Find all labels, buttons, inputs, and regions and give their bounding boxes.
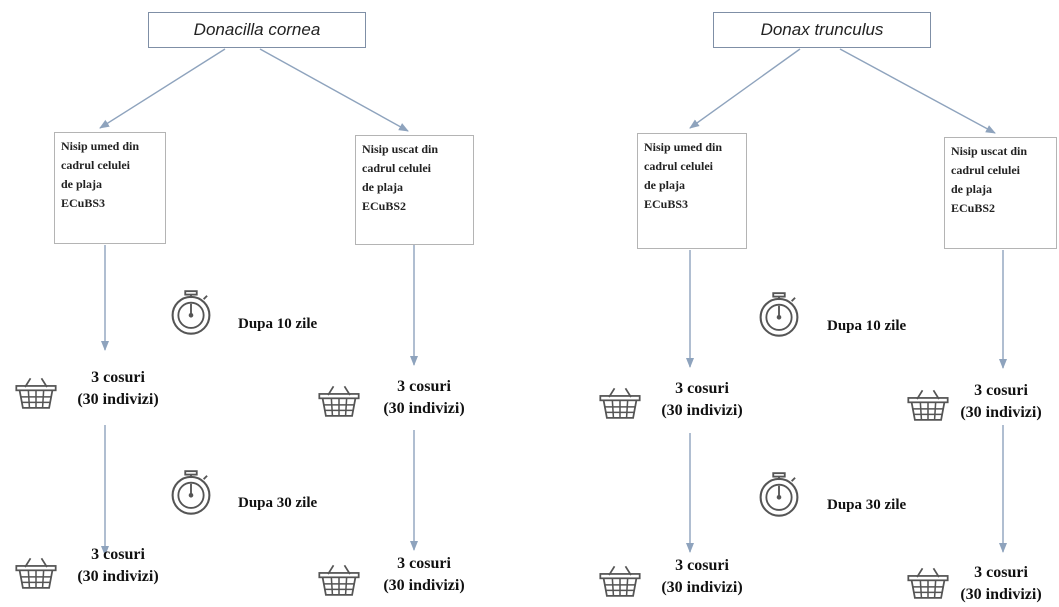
dry-sand-line: de plaja — [951, 182, 993, 196]
basket-icon — [15, 557, 57, 589]
wet-sand-line: de plaja — [61, 177, 103, 191]
dry-sand-line: cadrul celulei — [362, 161, 431, 175]
basket-label: 3 cosuri (30 indivizi) — [364, 376, 484, 420]
basket-individuals: (30 indivizi) — [77, 391, 159, 408]
stopwatch-icon — [171, 470, 211, 515]
basket-count: 3 cosuri — [91, 546, 145, 563]
basket-label: 3 cosuri (30 indivizi) — [642, 378, 762, 422]
wet-sand-box: Nisip umed din cadrul celulei de plaja E… — [54, 132, 166, 244]
wet-sand-line: de plaja — [644, 178, 686, 192]
wait-label-10-days: Dupa 10 zile — [827, 318, 907, 334]
basket-label: 3 cosuri (30 indivizi) — [58, 544, 178, 588]
basket-icon — [15, 377, 57, 409]
basket-count: 3 cosuri — [91, 369, 145, 386]
species-box-donax: Donax trunculus — [713, 12, 931, 48]
basket-individuals: (30 indivizi) — [661, 579, 743, 596]
basket-individuals: (30 indivizi) — [960, 404, 1042, 421]
arrow-species1-to-dry — [259, 48, 409, 132]
dry-sand-line: Nisip uscat din — [362, 142, 439, 156]
wait-label-30-days: Dupa 30 zile — [238, 495, 318, 511]
basket-individuals: (30 indivizi) — [383, 577, 465, 594]
basket-count: 3 cosuri — [675, 380, 729, 397]
wet-sand-line: cadrul celulei — [644, 159, 713, 173]
basket-label: 3 cosuri (30 indivizi) — [58, 367, 178, 411]
basket-icon — [599, 565, 641, 597]
arrow-species2-to-wet — [689, 48, 801, 129]
basket-individuals: (30 indivizi) — [383, 400, 465, 417]
basket-count: 3 cosuri — [974, 382, 1028, 399]
wet-sand-line: ECuBS3 — [61, 196, 106, 210]
species-box-donacilla: Donacilla cornea — [148, 12, 366, 48]
wet-sand-box: Nisip umed din cadrul celulei de plaja E… — [637, 133, 747, 249]
basket-count: 3 cosuri — [974, 564, 1028, 581]
wait-label-10-days: Dupa 10 zile — [238, 316, 318, 332]
wet-sand-line: cadrul celulei — [61, 158, 130, 172]
basket-individuals: (30 indivizi) — [661, 402, 743, 419]
wait-label-30-days: Dupa 30 zile — [827, 497, 907, 513]
arrow-species1-to-wet — [99, 48, 226, 129]
dry-sand-line: ECuBS2 — [951, 201, 996, 215]
wet-sand-line: Nisip umed din — [644, 140, 723, 154]
wet-sand-line: Nisip umed din — [61, 139, 140, 153]
basket-icon — [599, 387, 641, 419]
basket-count: 3 cosuri — [397, 555, 451, 572]
arrow-species2-to-dry — [839, 48, 996, 134]
dry-sand-line: de plaja — [362, 180, 404, 194]
basket-label: 3 cosuri (30 indivizi) — [945, 562, 1057, 606]
stopwatch-icon — [171, 290, 211, 335]
wet-sand-line: ECuBS3 — [644, 197, 689, 211]
basket-label: 3 cosuri (30 indivizi) — [364, 553, 484, 597]
basket-label: 3 cosuri (30 indivizi) — [945, 380, 1057, 424]
basket-count: 3 cosuri — [675, 557, 729, 574]
dry-sand-line: Nisip uscat din — [951, 144, 1028, 158]
basket-label: 3 cosuri (30 indivizi) — [642, 555, 762, 599]
basket-icon — [318, 564, 360, 596]
basket-individuals: (30 indivizi) — [77, 568, 159, 585]
dry-sand-line: ECuBS2 — [362, 199, 407, 213]
dry-sand-line: cadrul celulei — [951, 163, 1020, 177]
dry-sand-box: Nisip uscat din cadrul celulei de plaja … — [355, 135, 474, 245]
dry-sand-box: Nisip uscat din cadrul celulei de plaja … — [944, 137, 1057, 249]
basket-count: 3 cosuri — [397, 378, 451, 395]
stopwatch-icon — [759, 472, 799, 517]
basket-icon — [907, 567, 949, 599]
stopwatch-icon — [759, 292, 799, 337]
basket-individuals: (30 indivizi) — [960, 586, 1042, 603]
basket-icon — [907, 389, 949, 421]
basket-icon — [318, 385, 360, 417]
